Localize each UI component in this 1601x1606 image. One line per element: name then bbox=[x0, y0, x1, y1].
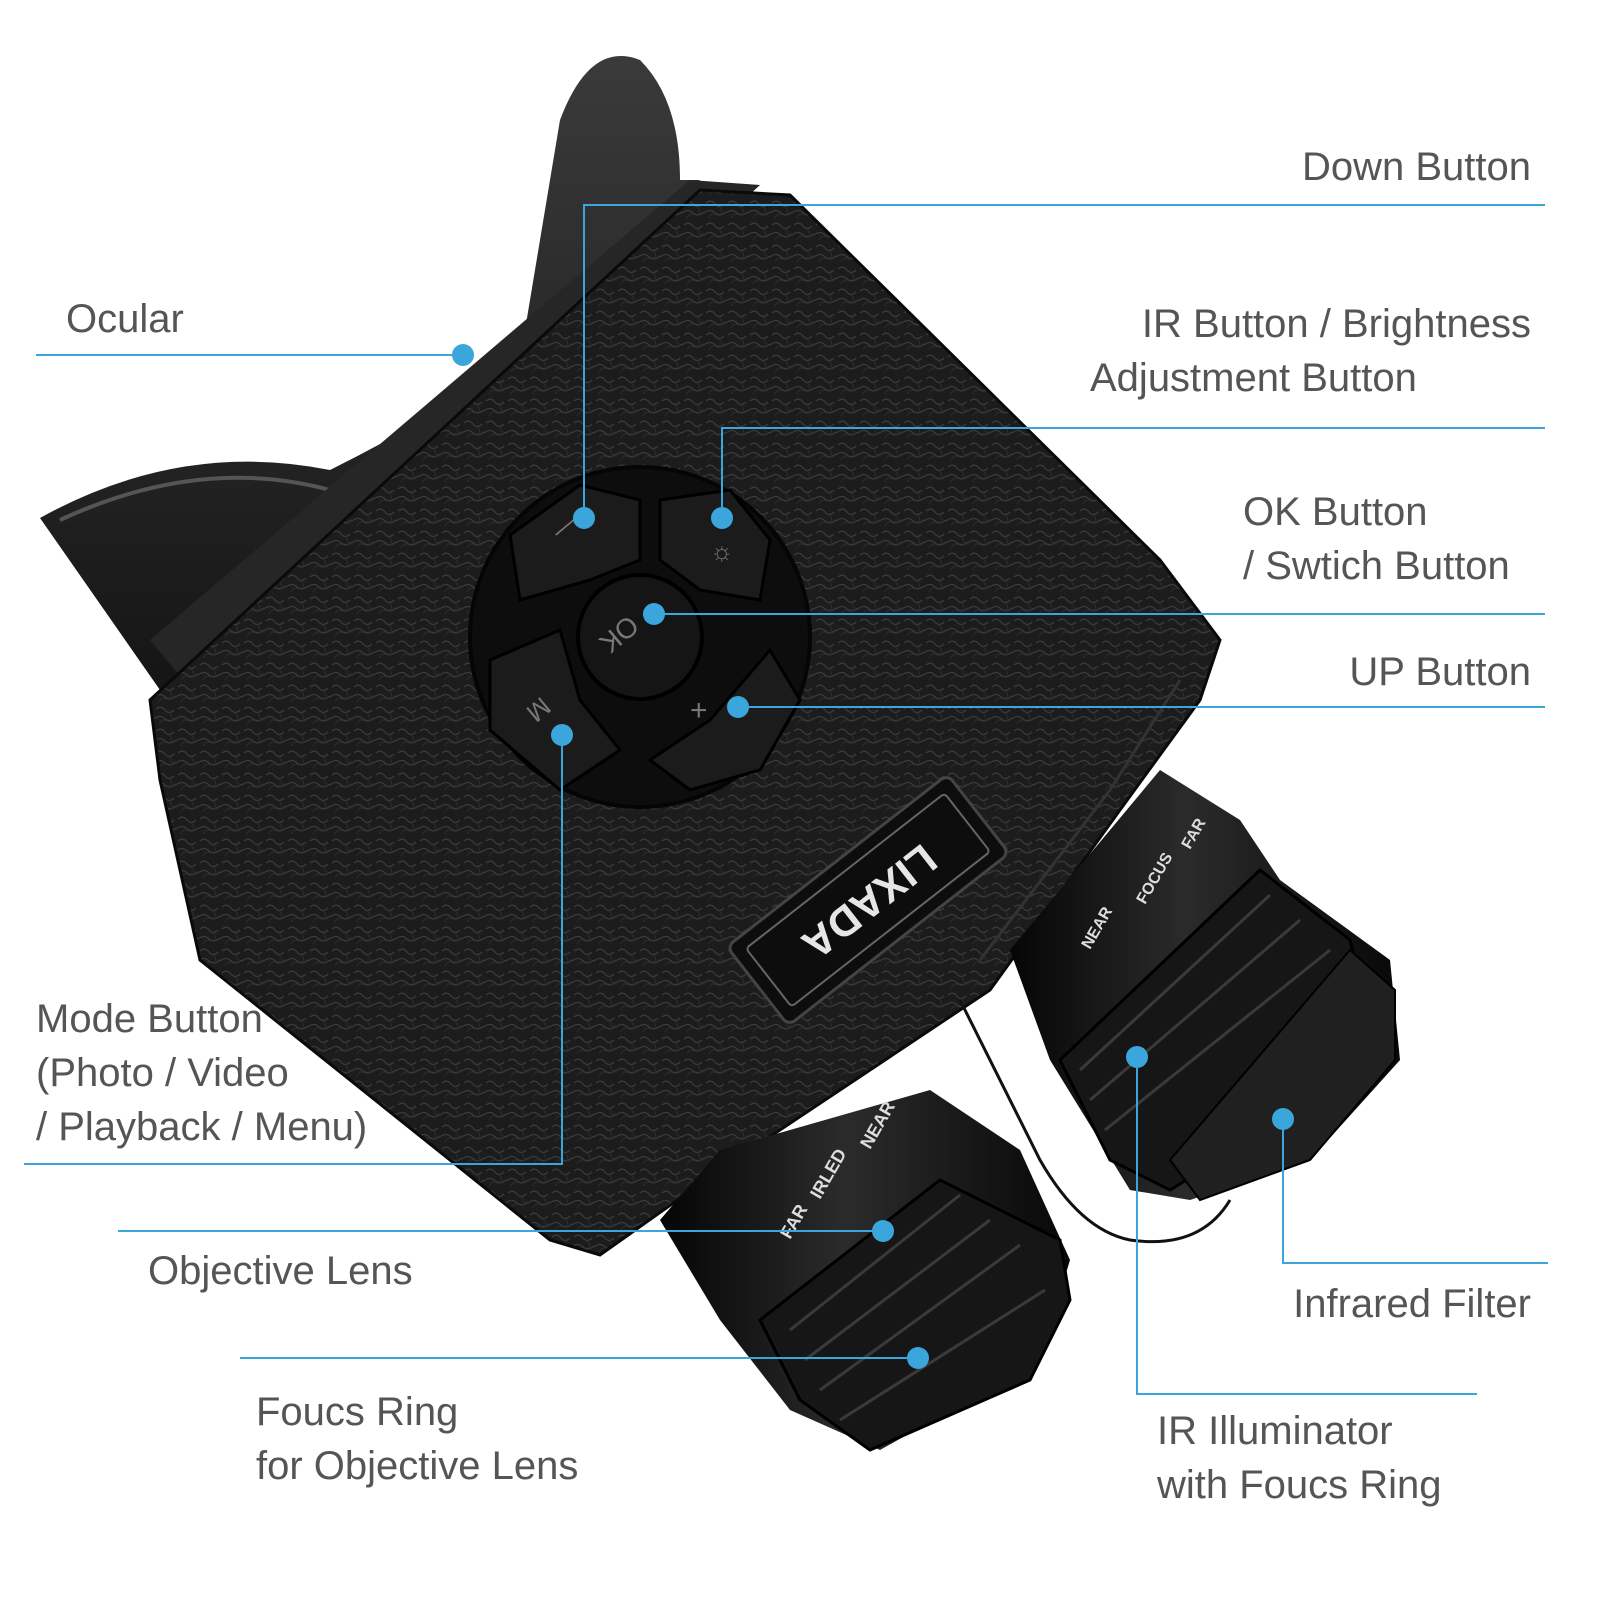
ir-illuminator-label-line2: with Foucs Ring bbox=[1157, 1463, 1442, 1507]
ir-illuminator-dot bbox=[1126, 1046, 1148, 1068]
infrared-filter-cap[interactable] bbox=[1168, 948, 1396, 1202]
button-cluster: — ☼ OK + M bbox=[468, 465, 812, 809]
mode-button-label-line1: Mode Button bbox=[36, 997, 263, 1041]
ok-button-dot bbox=[643, 603, 665, 625]
up-button-glyph: + bbox=[690, 694, 708, 727]
objective-focus-ring[interactable] bbox=[758, 1178, 1072, 1452]
lanyard-strap bbox=[958, 999, 1232, 1244]
objective-lens: FAR IRLED NEAR bbox=[660, 1090, 1072, 1452]
focus-ring-label: Foucs Ring for Objective Lens bbox=[256, 1385, 578, 1493]
focus-ring-label-line2: for Objective Lens bbox=[256, 1444, 579, 1488]
mode-button-key[interactable] bbox=[488, 627, 623, 792]
ocular-label: Ocular bbox=[66, 297, 184, 341]
objective-lens-dot bbox=[872, 1220, 894, 1242]
ir-button-key[interactable] bbox=[658, 488, 772, 602]
infrared-filter-leader bbox=[1282, 1119, 1548, 1264]
callout-lines bbox=[24, 204, 1548, 1395]
focus-ring-dot bbox=[907, 1347, 929, 1369]
mode-button-leader bbox=[24, 735, 563, 1165]
mode-button-label-line2: (Photo / Video bbox=[36, 1051, 289, 1095]
ocular-dot bbox=[452, 344, 474, 366]
ir-button-label-line1: IR Button / Brightness bbox=[1141, 302, 1531, 346]
ir-illuminator-label-line1: IR Illuminator bbox=[1157, 1409, 1393, 1453]
ok-button-key[interactable] bbox=[576, 573, 704, 701]
down-button-label: Down Button bbox=[1301, 145, 1531, 189]
ir-button-dot bbox=[711, 507, 733, 529]
ir-illuminator-label: IR Illuminator with Foucs Ring bbox=[1157, 1404, 1442, 1512]
ir-illuminator-leader bbox=[1136, 1057, 1477, 1395]
mode-button-dot bbox=[551, 724, 573, 746]
up-button-label: UP Button bbox=[1349, 650, 1531, 694]
ok-button-label: OK Button / Swtich Button bbox=[1243, 485, 1510, 593]
up-button-key[interactable] bbox=[647, 647, 802, 792]
down-button-key[interactable] bbox=[508, 483, 642, 602]
up-button-dot bbox=[727, 696, 749, 718]
ir-button-leader bbox=[721, 427, 1545, 518]
infrared-filter-label: Infrared Filter bbox=[1293, 1282, 1531, 1326]
ir-button-label-line2: Adjustment Button bbox=[1090, 356, 1417, 400]
ok-button-label-line2: / Swtich Button bbox=[1243, 544, 1510, 588]
mode-button-label: Mode Button (Photo / Video / Playback / … bbox=[36, 992, 367, 1154]
mode-button-label-line3: / Playback / Menu) bbox=[36, 1105, 368, 1149]
infrared-filter-dot bbox=[1272, 1108, 1294, 1130]
ir-button-glyph: ☼ bbox=[710, 536, 734, 566]
focus-ring-label-line1: Foucs Ring bbox=[256, 1390, 459, 1434]
down-button-leader bbox=[583, 204, 1545, 518]
objective-lens-label: Objective Lens bbox=[148, 1249, 413, 1293]
ir-button-label: IR Button / Brightness bbox=[1142, 297, 1531, 351]
callout-dots bbox=[452, 344, 1294, 1369]
ok-button-label-line1: OK Button bbox=[1243, 490, 1428, 534]
down-button-dot bbox=[573, 507, 595, 529]
